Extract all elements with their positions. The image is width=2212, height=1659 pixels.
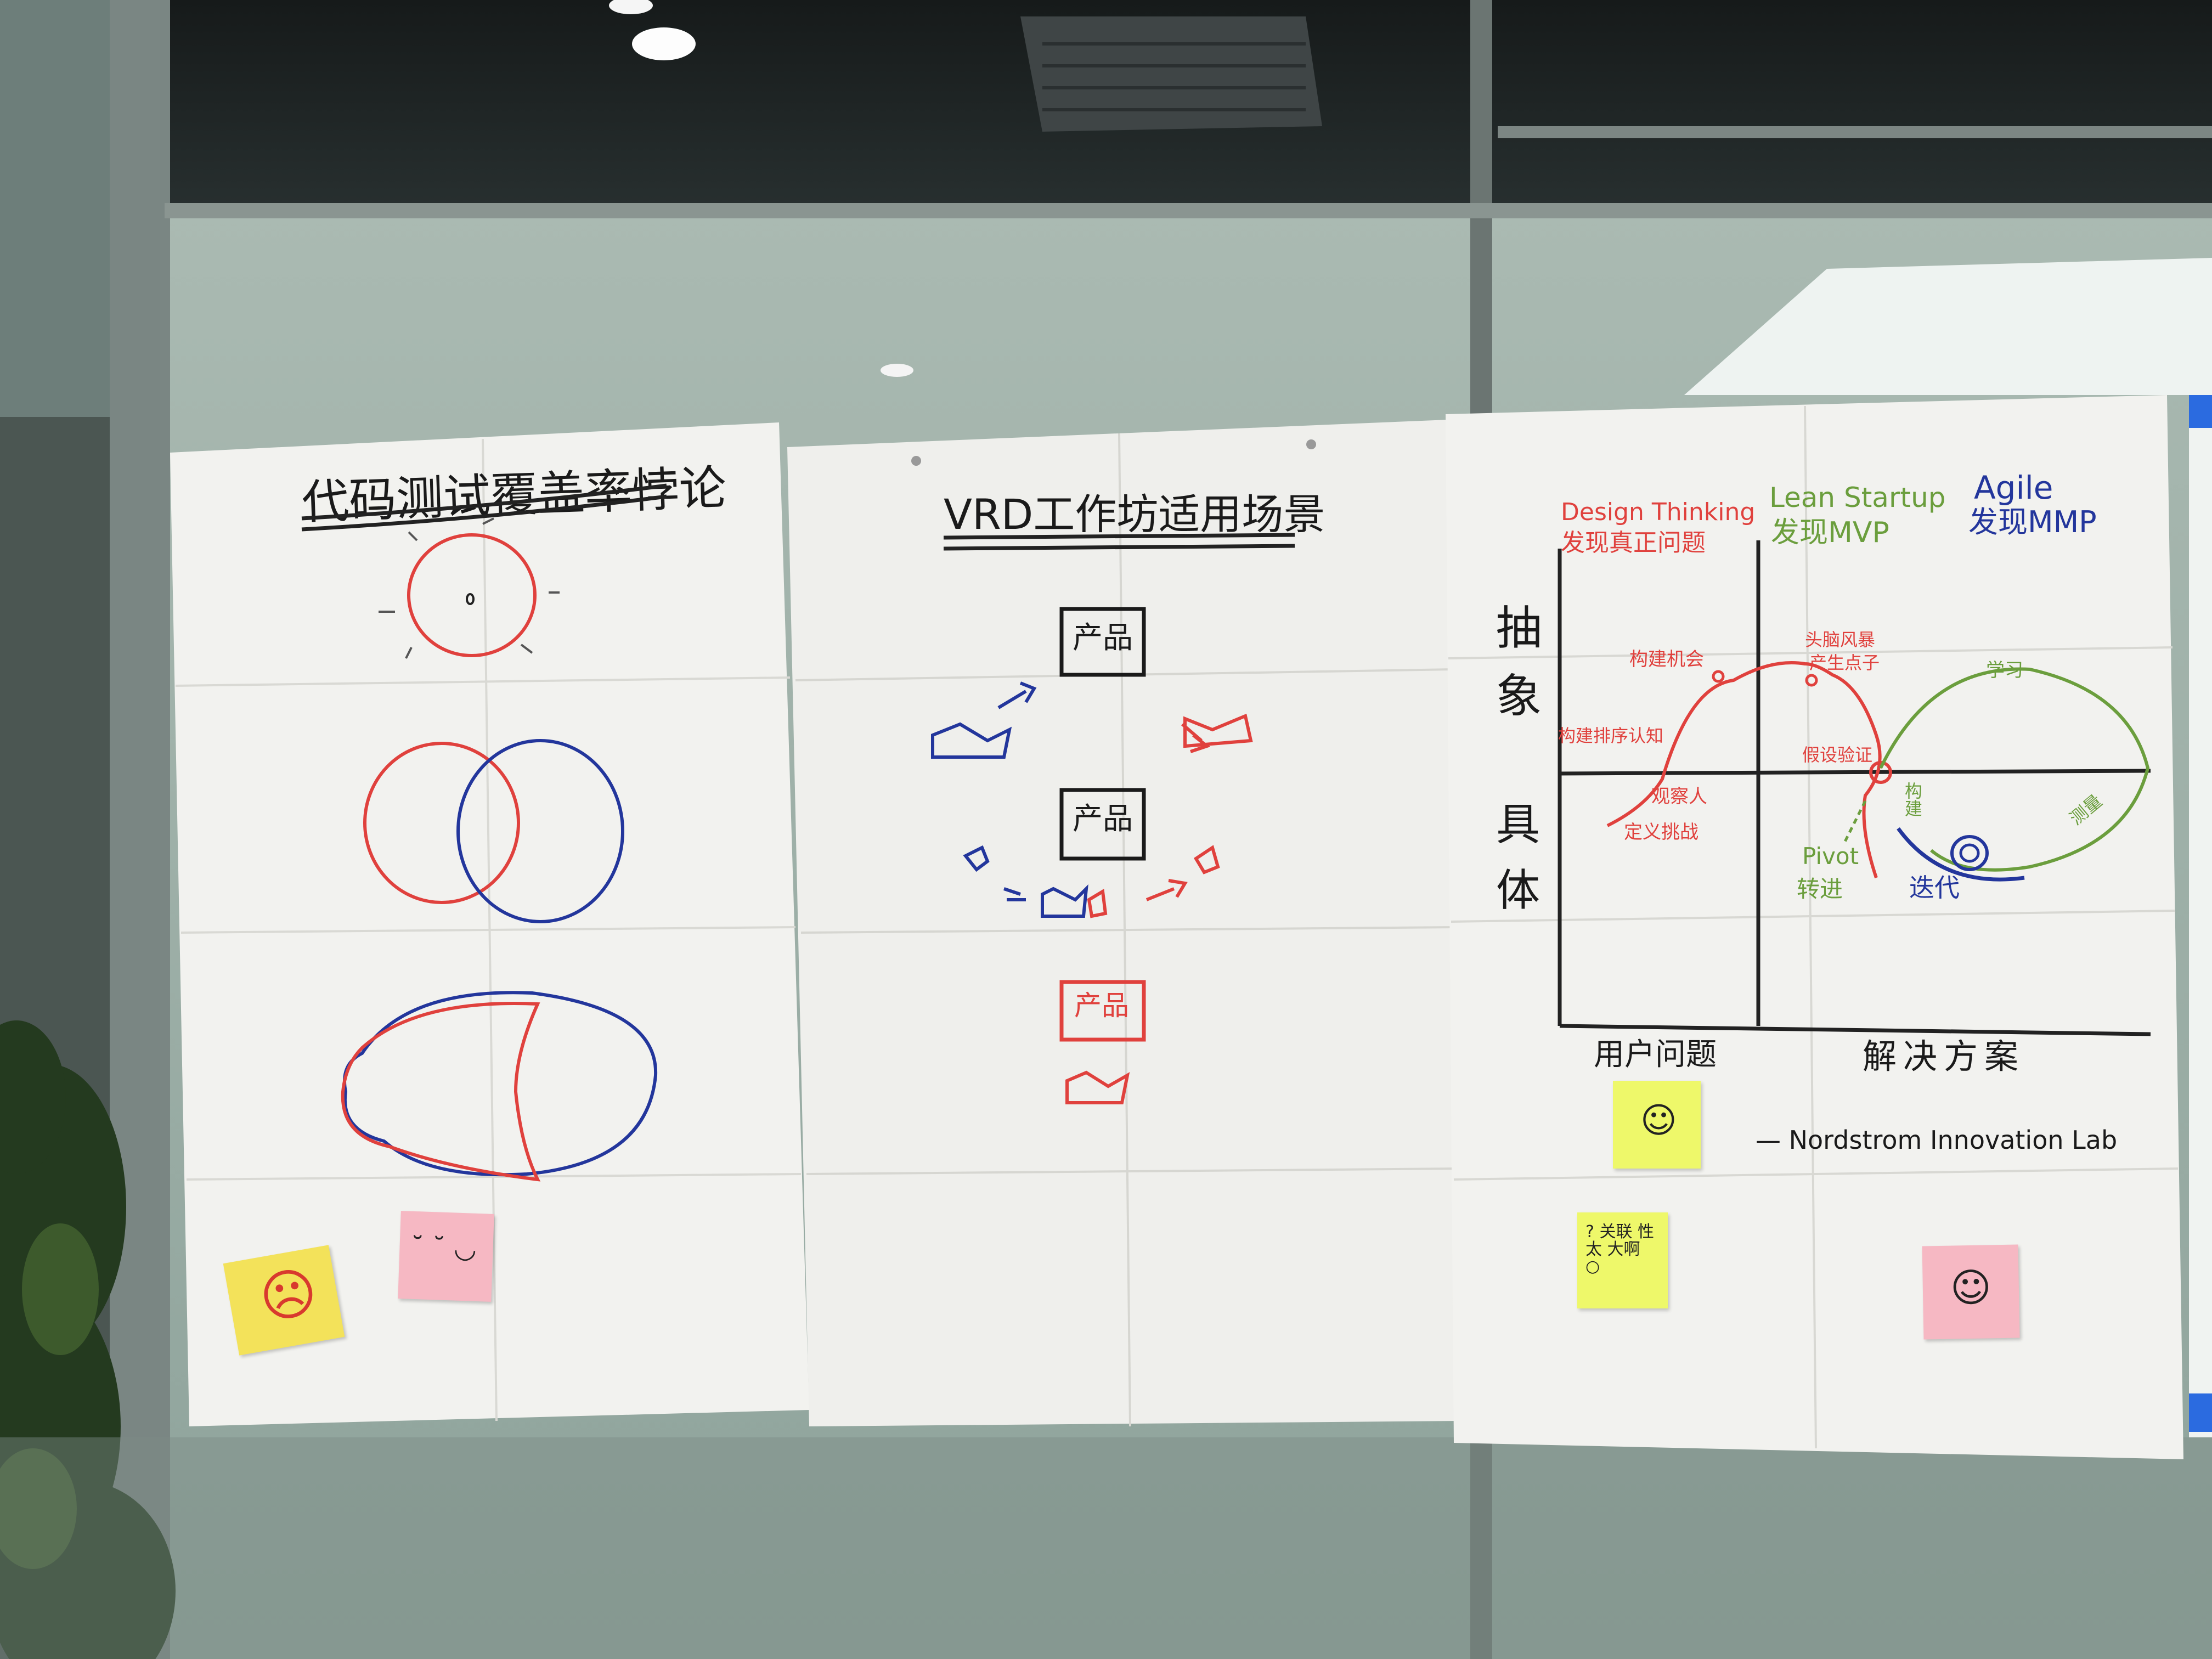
y-axis-label-top: 抽象 xyxy=(1488,603,1542,740)
x-axis-label-left: 用户问题 xyxy=(1594,1037,1717,1073)
sticky-note-yellow-question: ? 关联 性太 大啊 ○ xyxy=(1577,1212,1668,1308)
venn-overlap xyxy=(363,739,624,923)
method-lean-startup-subtitle: 发现MVP xyxy=(1771,516,1889,549)
credit-line: — Nordstrom Innovation Lab xyxy=(1756,1125,2118,1155)
blob-overlap xyxy=(341,991,658,1182)
x-axis-label-right: 解决方案 xyxy=(1863,1036,2025,1076)
method-design-thinking: Design Thinking xyxy=(1561,498,1756,526)
box-1-label: 产品 xyxy=(1073,620,1133,655)
poster-2-title: VRD工作坊适用场景 xyxy=(944,490,1325,539)
curve-label-observe: 观察人 xyxy=(1651,786,1707,808)
box-2-label: 产品 xyxy=(1073,801,1133,836)
method-lean-startup: Lean Startup xyxy=(1769,482,1946,514)
curve-label-learn: 学习 xyxy=(1986,659,2023,681)
curve-label-hypothesis: 假设验证 xyxy=(1802,744,1873,765)
curve-label-define: 定义挑战 xyxy=(1624,821,1699,843)
circle-1 xyxy=(379,517,560,659)
curve-label-pivot-1: Pivot xyxy=(1802,843,1859,870)
curve-label-build: 构建 xyxy=(1902,782,1923,817)
method-agile-subtitle: 发现MMP xyxy=(1968,505,2097,539)
curve-label-iterate: 迭代 xyxy=(1909,873,1960,902)
curve-label-explore: 构建机会 xyxy=(1629,648,1704,670)
sticky-note-pink-smile-right: ☺ xyxy=(1922,1244,2020,1340)
curve-label-pivot-2: 转进 xyxy=(1797,876,1843,902)
curve-label-brainstorm-1: 头脑风暴 xyxy=(1805,629,1876,650)
curve-label-sort: 构建排序认知 xyxy=(1558,725,1664,746)
sticky-note-yellow-smile: ☺ xyxy=(1613,1081,1701,1169)
method-agile: Agile xyxy=(1974,469,2053,506)
curve-label-brainstorm-2: 产生点子 xyxy=(1809,652,1880,673)
method-design-thinking-subtitle: 发现真正问题 xyxy=(1561,529,1706,557)
box-3-label: 产品 xyxy=(1074,990,1129,1022)
y-axis-label-bottom: 具体 xyxy=(1489,801,1540,933)
